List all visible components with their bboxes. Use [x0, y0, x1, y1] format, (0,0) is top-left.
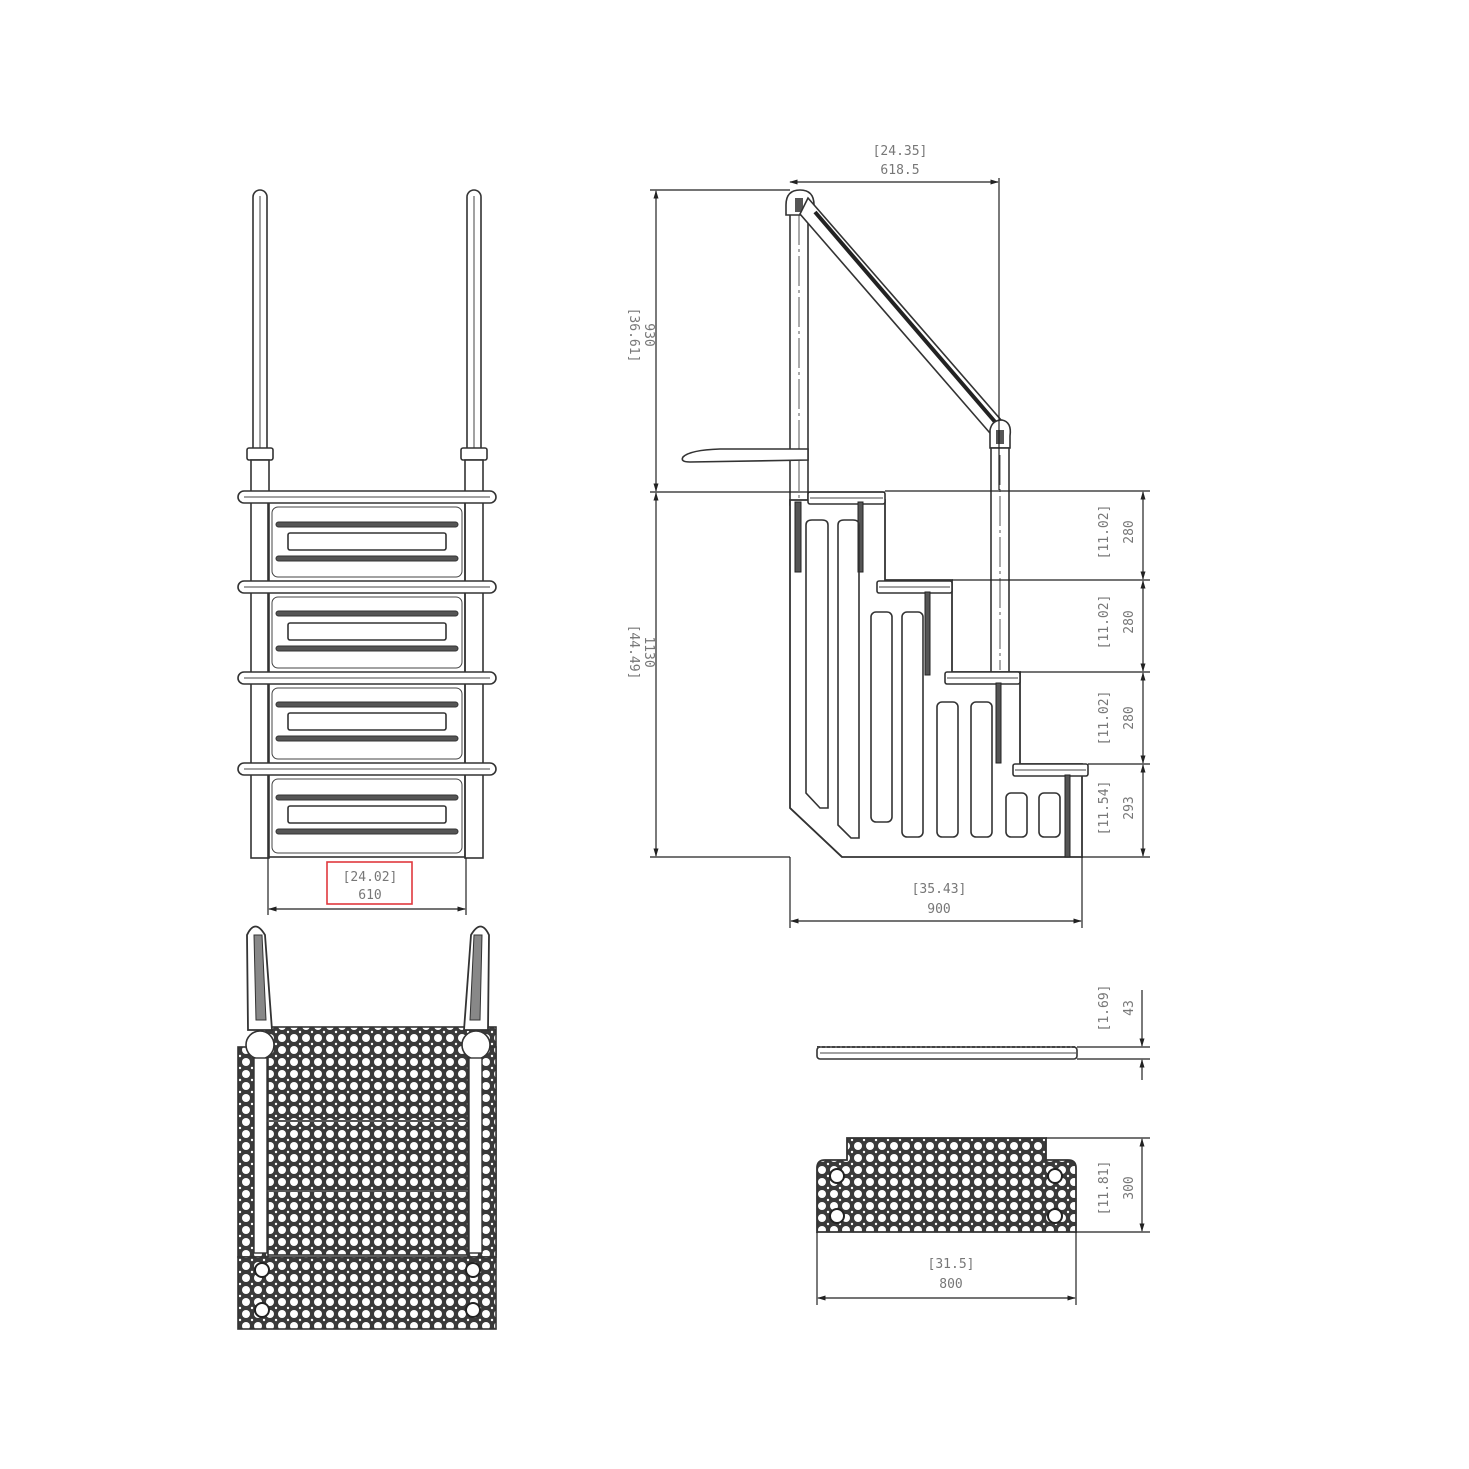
front-width-inch: [24.02]: [343, 870, 398, 885]
dimension-total-step-height: [44.49] 1130: [626, 492, 790, 858]
tread-top-view: [11.81] 300 [31.5] 800: [816, 1137, 1150, 1305]
front-handrail-left: [246, 189, 274, 859]
riser-4-inch: [11.54]: [1097, 781, 1112, 836]
tread-side-view: [1.69] 43: [816, 985, 1150, 1080]
riser-3-mm: 280: [1122, 706, 1137, 729]
total-height-mm: 1130: [641, 636, 656, 667]
dimension-front-width: [24.02] 610: [267, 858, 467, 915]
total-height-inch: [44.49]: [626, 625, 641, 680]
front-riser-panels: [271, 506, 463, 854]
side-depth-mm: 900: [927, 902, 950, 917]
dimension-handrail-reach: [24.35] 618.5: [789, 144, 1000, 490]
side-view: [24.35] 618.5 [36.61] 930 [44.49] 1130 […: [626, 144, 1150, 928]
dimension-tread-thickness: [1.69] 43: [1097, 985, 1137, 1032]
front-width-mm: 610: [358, 888, 381, 903]
riser-2-inch: [11.02]: [1097, 595, 1112, 650]
side-depth-inch: [35.43]: [912, 882, 967, 897]
riser-4-mm: 293: [1122, 796, 1137, 819]
tread-depth-inch: [11.81]: [1097, 1161, 1112, 1216]
riser-2-mm: 280: [1122, 610, 1137, 633]
handrail-reach-inch: [24.35]: [873, 144, 928, 159]
tread-thickness-mm: 43: [1122, 1000, 1137, 1016]
tread-thickness-inch: [1.69]: [1097, 985, 1112, 1032]
front-view: [24.02] 610: [237, 189, 497, 915]
top-handrail-right: [461, 925, 491, 1254]
top-view: [237, 925, 497, 1330]
tread-depth-mm: 300: [1122, 1176, 1137, 1199]
riser-1-inch: [11.02]: [1097, 505, 1112, 560]
dimension-tread-width: [31.5] 800: [928, 1257, 975, 1292]
highlight-box: [326, 861, 413, 905]
riser-3-inch: [11.02]: [1097, 691, 1112, 746]
handrail-height-inch: [36.61]: [626, 308, 641, 363]
dimension-risers: [11.02] 280 [11.02] 280 [11.02] 280 [11.…: [885, 490, 1150, 858]
handrail-reach-mm: 618.5: [880, 163, 919, 178]
dimension-tread-depth: [11.81] 300: [1097, 1161, 1137, 1216]
top-handrail-left: [245, 925, 275, 1254]
dimension-handrail-height: [36.61] 930: [626, 189, 885, 493]
riser-1-mm: 280: [1122, 520, 1137, 543]
front-tread-bars: [237, 490, 497, 776]
tread-width-mm: 800: [939, 1277, 962, 1292]
front-handrail-right: [460, 189, 488, 859]
handrail-height-mm: 930: [641, 323, 656, 346]
dimension-side-depth: [35.43] 900: [789, 857, 1083, 928]
tread-width-inch: [31.5]: [928, 1257, 975, 1272]
